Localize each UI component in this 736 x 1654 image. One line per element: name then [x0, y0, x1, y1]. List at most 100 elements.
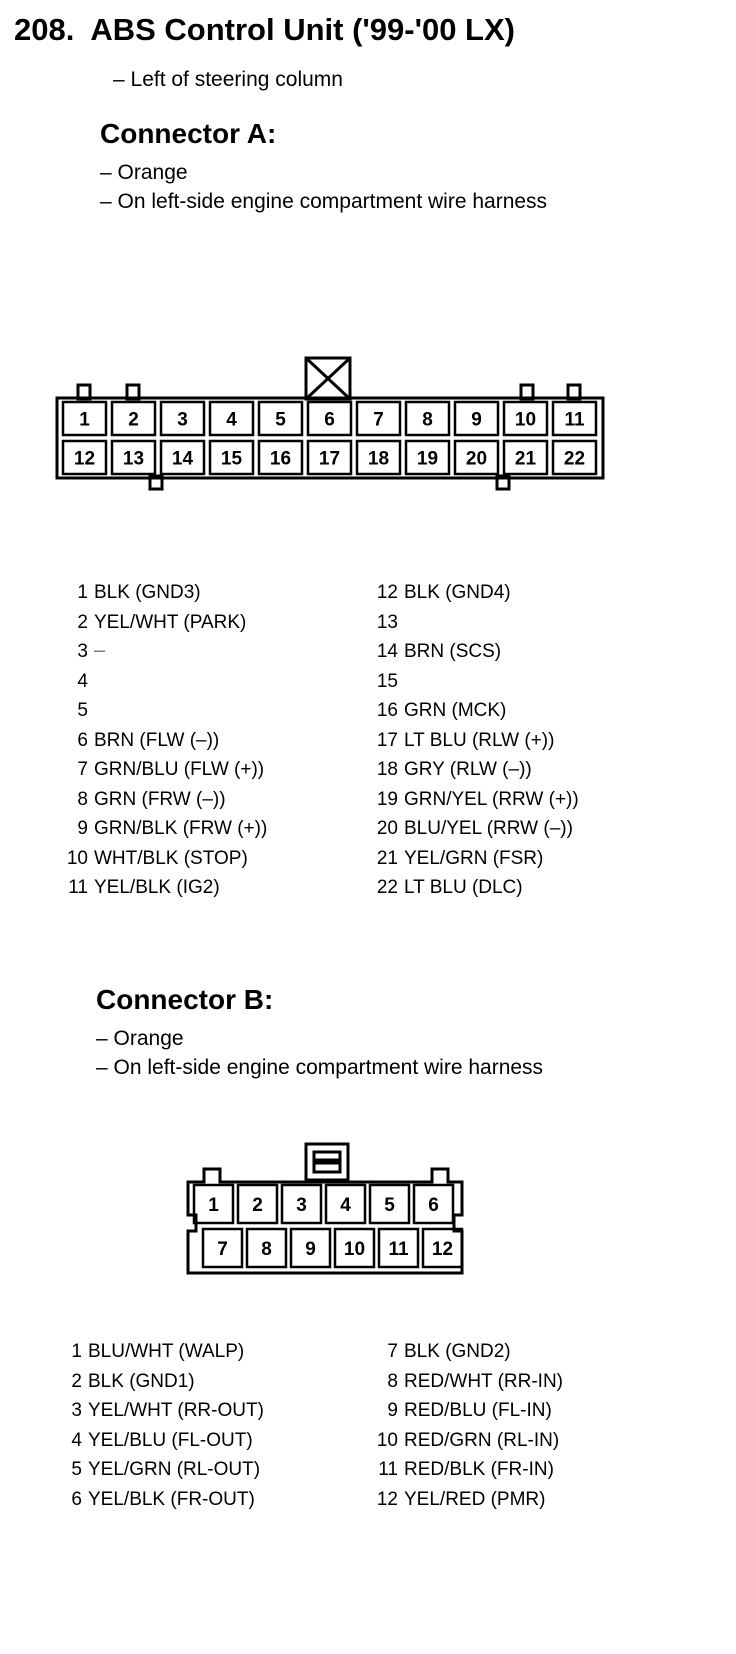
pin-number: 12	[376, 582, 398, 603]
pin-wire-description: YEL/BLK (FR-OUT)	[88, 1488, 255, 1510]
pin-wire-description: BLK (GND4)	[404, 582, 511, 603]
pin-number: 12	[376, 1488, 398, 1510]
connector-b-cavity	[280, 1183, 323, 1225]
pin-wire-description: GRN (MCK)	[404, 700, 507, 721]
connector-a-cavity-label: 11	[564, 410, 585, 431]
pin-number: 4	[77, 670, 88, 692]
pin-row: 3 YEL/WHT (RR-OUT)	[60, 1396, 264, 1426]
connector-b-cavity	[289, 1227, 332, 1269]
connector-b-heading: Connector B:	[96, 984, 274, 1015]
connector-a-cavity	[502, 439, 549, 476]
pin-row: 16 GRN (MCK)	[368, 696, 579, 726]
connector-b-notes: – Orange – On left-side engine compartme…	[96, 1024, 543, 1082]
connector-a-cavity-label: 19	[417, 449, 438, 470]
component-location: – Left of steering column	[113, 68, 343, 91]
connector-a-cavity	[159, 400, 206, 437]
pin-row: 19 GRN/YEL (RRW (+))	[368, 785, 579, 815]
pin-wire-description: WHT/BLK (STOP)	[94, 847, 248, 869]
connector-a-cavity-label: 9	[471, 410, 482, 431]
pin-number: 22	[376, 877, 398, 898]
connector-b-cavity-label: 6	[428, 1195, 439, 1216]
pin-wire-description: YEL/RED (PMR)	[404, 1488, 546, 1510]
pin-wire-description: GRN/YEL (RRW (+))	[404, 788, 579, 810]
pin-wire-description: RED/BLU (FL-IN)	[404, 1400, 552, 1421]
pin-wire-description: RED/GRN (RL-IN)	[404, 1429, 560, 1451]
pin-number: 16	[376, 700, 398, 721]
pin-number: 10	[66, 847, 88, 869]
pin-number: 2	[71, 1370, 82, 1392]
pin-wire-description: YEL/WHT (RR-OUT)	[88, 1400, 264, 1421]
connector-a-cavity-label: 7	[373, 410, 384, 431]
connector-a-cavity-label: 16	[270, 449, 291, 470]
connector-b-cavity	[245, 1227, 288, 1269]
connector-a-color-note: – Orange	[100, 161, 188, 184]
connector-b-cavity-label: 2	[252, 1195, 263, 1216]
pin-number: 8	[387, 1370, 398, 1392]
pin-number: 1	[71, 1341, 82, 1362]
pin-row: 13	[368, 608, 579, 638]
connector-a-cavity-label: 15	[221, 449, 243, 470]
pin-number: 20	[376, 818, 398, 839]
pin-wire-description: BRN (FLW (–))	[94, 729, 220, 751]
connector-a-nub	[495, 474, 511, 491]
connector-a-cavity	[453, 439, 500, 476]
connector-a-cavity-label: 20	[466, 449, 487, 470]
connector-b-cavity-label: 8	[261, 1239, 272, 1260]
connector-a-cavity-label: 18	[368, 449, 389, 470]
connector-a-cavity-label: 13	[123, 449, 144, 470]
pin-wire-description: YEL/GRN (FSR)	[404, 847, 544, 869]
pin-wire-description: GRN (FRW (–))	[94, 788, 226, 810]
pin-row: 22 LT BLU (DLC)	[368, 873, 579, 903]
connector-a-heading: Connector A:	[100, 118, 277, 149]
connector-b-body	[186, 1167, 464, 1275]
pin-number: 18	[376, 759, 398, 780]
pin-wire-description: YEL/WHT (PARK)	[94, 611, 247, 633]
connector-b-cavity	[368, 1183, 411, 1225]
pin-number: 7	[77, 759, 88, 780]
connector-a-notes: – Orange – On left-side engine compartme…	[100, 158, 547, 216]
component-number: 208.	[14, 12, 75, 47]
pin-number: 5	[71, 1459, 82, 1480]
pin-number: 5	[77, 700, 88, 721]
pin-number: 3	[71, 1400, 82, 1421]
connector-a-cavity-label: 6	[324, 410, 335, 431]
pin-number: 15	[376, 670, 398, 692]
connector-a-cavity	[208, 400, 255, 437]
connector-b-cavity	[377, 1227, 420, 1269]
connector-a-cavity-label: 14	[172, 449, 194, 470]
pin-number: 19	[376, 788, 398, 810]
pin-row: 15	[368, 667, 579, 697]
pin-row: 5 YEL/GRN (RL-OUT)	[60, 1455, 264, 1485]
connector-b-cavity	[236, 1183, 279, 1225]
connector-a-cavity-label: 12	[74, 449, 95, 470]
connector-a-cavity-label: 10	[515, 410, 536, 431]
pin-wire-description: RED/WHT (RR-IN)	[404, 1370, 564, 1392]
connector-b-cavity-label: 9	[305, 1239, 316, 1260]
connector-a-cavity-label: 2	[128, 410, 139, 431]
pin-number: 2	[77, 611, 88, 633]
connector-b-cavity	[333, 1227, 376, 1269]
pin-wire-description: YEL/GRN (RL-OUT)	[88, 1459, 261, 1480]
pin-wire-description: YEL/BLK (IG2)	[94, 877, 220, 898]
connector-b-cavity-label: 12	[432, 1239, 453, 1260]
pin-wire-description: YEL/BLU (FL-OUT)	[88, 1429, 253, 1451]
pin-number: 3	[77, 641, 88, 662]
pin-wire-description: LT BLU (DLC)	[404, 877, 523, 898]
pin-wire-description: BLU/YEL (RRW (–))	[404, 818, 573, 839]
pin-number: 8	[77, 788, 88, 810]
connector-a-body	[55, 396, 605, 480]
connector-b-cavity-label: 4	[340, 1195, 351, 1216]
pin-wire-description: BRN (SCS)	[404, 641, 502, 662]
pin-wire-description: BLK (GND1)	[88, 1370, 195, 1392]
